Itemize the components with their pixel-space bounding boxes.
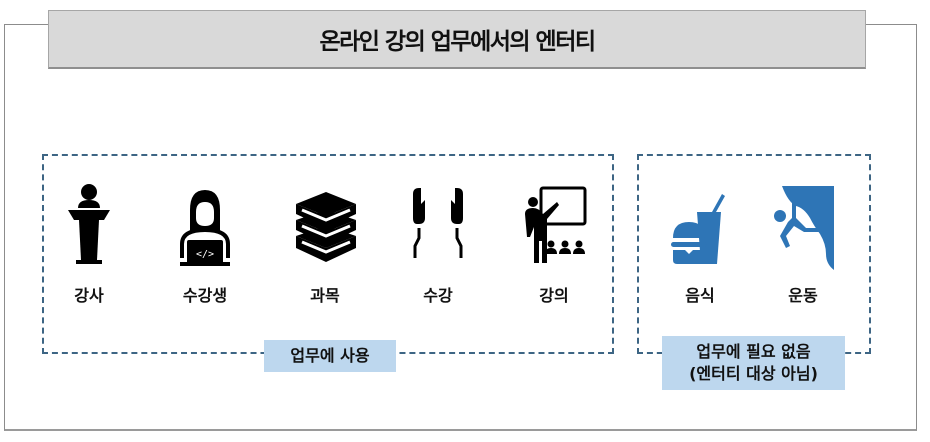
books-stack-icon — [296, 192, 356, 262]
entity-enrollment: 수강 — [393, 180, 483, 306]
earphones-icon — [413, 188, 463, 258]
not-needed-tag-line2: (엔터티 대상 아님) — [689, 364, 818, 383]
entity-label: 음식 — [685, 286, 715, 305]
not-needed-tag-line1: 업무에 필요 없음 — [696, 342, 811, 361]
entity-food: 음식 — [655, 180, 745, 306]
not-needed-tag: 업무에 필요 없음 (엔터티 대상 아님) — [662, 336, 845, 390]
entity-label: 수강 — [423, 286, 453, 305]
entity-label: 강의 — [539, 286, 569, 305]
entity-label: 운동 — [788, 286, 818, 305]
svg-text:</>: </> — [196, 249, 214, 260]
entity-label: 과목 — [310, 286, 340, 305]
title-box: 온라인 강의 업무에서의 엔터티 — [48, 10, 866, 69]
student-laptop-icon: </> — [180, 190, 230, 266]
entity-lecturer: 강사 — [44, 180, 134, 306]
rock-climbing-icon — [774, 186, 834, 270]
used-in-business-tag: 업무에 사용 — [264, 340, 396, 372]
entity-lecture: 강의 — [509, 180, 599, 306]
entity-label: 수강생 — [182, 286, 228, 305]
lecturer-podium-icon — [68, 184, 110, 264]
entity-exercise: 운동 — [758, 180, 848, 306]
fast-food-icon — [671, 194, 725, 264]
teacher-presentation-icon — [525, 186, 587, 263]
diagram-title: 온라인 강의 업무에서의 엔터티 — [319, 29, 596, 55]
entity-label: 강사 — [74, 286, 104, 305]
entity-subject: 과목 — [280, 180, 370, 306]
entity-student: </> 수강생 — [160, 180, 250, 306]
